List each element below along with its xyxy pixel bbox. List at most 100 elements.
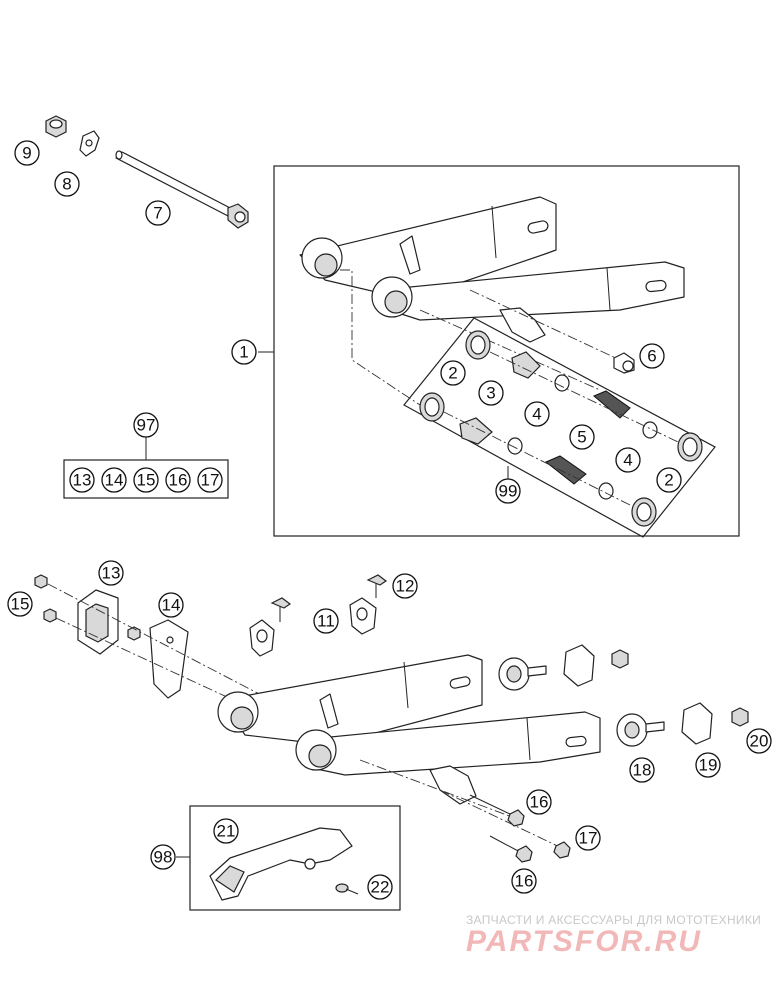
callout-14[interactable]: 14: [158, 592, 184, 618]
kit-97-frame: [63, 459, 229, 499]
svg-text:13: 13: [102, 564, 121, 583]
svg-text:12: 12: [396, 577, 415, 596]
swingarm-assembly-frame: [273, 165, 740, 537]
plate-part-8: [79, 130, 100, 157]
screw-part-22: [335, 883, 359, 895]
svg-text:7: 7: [153, 204, 162, 223]
svg-text:1: 1: [239, 343, 248, 362]
chain-guide-part-13: [77, 589, 119, 655]
svg-text:3: 3: [486, 384, 495, 403]
nut-part-15-lower: [43, 608, 57, 623]
svg-text:13: 13: [73, 471, 92, 490]
callout-16-upper[interactable]: 16: [526, 789, 552, 815]
svg-text:16: 16: [169, 471, 188, 490]
bolt-part-16-lower: [489, 835, 533, 863]
svg-text:20: 20: [750, 732, 769, 751]
callout-13[interactable]: 13: [98, 560, 124, 586]
callout-4-right[interactable]: 4: [615, 447, 641, 473]
svg-text:97: 97: [137, 416, 156, 435]
axle-part-7: [115, 150, 249, 229]
kit-97-contents: 13 14 15 16 17: [69, 467, 223, 493]
callout-16-lower[interactable]: 16: [511, 868, 537, 894]
svg-text:15: 15: [11, 595, 30, 614]
svg-text:4: 4: [532, 405, 541, 424]
watermark-logo: PARTSFOR.RU: [466, 925, 702, 958]
svg-text:16: 16: [515, 872, 534, 891]
callout-1[interactable]: 1: [231, 339, 257, 365]
svg-text:14: 14: [105, 471, 124, 490]
kit-98-frame: [189, 805, 401, 911]
swingarm-part-1: [299, 196, 685, 343]
svg-text:8: 8: [62, 175, 71, 194]
callout-4-left[interactable]: 4: [524, 401, 550, 427]
swingarm-lower: [217, 654, 601, 805]
kit-99-frame: [403, 317, 716, 538]
callout-9[interactable]: 9: [14, 140, 40, 166]
chain-guard-part-21: [209, 827, 353, 901]
svg-text:99: 99: [499, 482, 518, 501]
clamp-part-11-right: [349, 597, 377, 635]
bolt-part-16-upper: [469, 794, 525, 827]
nut-part-20: [731, 707, 749, 727]
svg-text:98: 98: [154, 848, 173, 867]
kit-97-item-16[interactable]: 16: [165, 467, 191, 493]
block-part-19: [681, 702, 713, 745]
svg-text:19: 19: [699, 756, 718, 775]
kit-99-parts: [419, 330, 703, 527]
callout-3[interactable]: 3: [478, 380, 504, 406]
svg-text:16: 16: [530, 793, 549, 812]
kit-97-item-15[interactable]: 15: [133, 467, 159, 493]
bush-part-6: [613, 352, 635, 374]
kit-97-item-14[interactable]: 14: [101, 467, 127, 493]
svg-text:11: 11: [317, 612, 335, 631]
callout-20[interactable]: 20: [746, 728, 772, 754]
callout-7[interactable]: 7: [145, 200, 171, 226]
bolt-part-17: [553, 841, 571, 859]
svg-text:14: 14: [162, 596, 181, 615]
nut-part-15-upper: [34, 574, 48, 589]
callout-98[interactable]: 98: [150, 844, 176, 870]
callout-8[interactable]: 8: [54, 171, 80, 197]
nut-part-9: [45, 115, 67, 138]
callout-22[interactable]: 22: [367, 874, 393, 900]
callout-17[interactable]: 17: [575, 825, 601, 851]
kit-97-item-17[interactable]: 17: [197, 467, 223, 493]
callout-15[interactable]: 15: [7, 591, 33, 617]
adjuster-part-18-upper: [498, 657, 547, 691]
svg-text:6: 6: [647, 347, 656, 366]
plate-part-14: [149, 619, 189, 699]
svg-text:22: 22: [371, 878, 390, 897]
screw-part-12-left: [270, 597, 292, 622]
svg-text:2: 2: [448, 364, 457, 383]
screw-part-12-right: [366, 574, 388, 598]
callout-19[interactable]: 19: [695, 752, 721, 778]
callout-11[interactable]: 11: [313, 608, 339, 634]
svg-text:9: 9: [22, 144, 31, 163]
callout-2-left[interactable]: 2: [440, 360, 466, 386]
svg-text:15: 15: [137, 471, 156, 490]
watermark: ЗАПЧАСТИ И АКСЕССУАРЫ ДЛЯ МОТОТЕХНИКИ PA…: [466, 913, 761, 958]
kit-97-item-13[interactable]: 13: [69, 467, 95, 493]
svg-text:17: 17: [579, 829, 598, 848]
callout-21[interactable]: 21: [213, 818, 239, 844]
svg-text:5: 5: [577, 428, 586, 447]
clamp-part-11-left: [249, 619, 275, 657]
callout-99[interactable]: 99: [495, 478, 521, 504]
svg-text:17: 17: [201, 471, 220, 490]
watermark-tagline: ЗАПЧАСТИ И АКСЕССУАРЫ ДЛЯ МОТОТЕХНИКИ: [466, 913, 761, 927]
svg-text:4: 4: [623, 451, 632, 470]
svg-text:21: 21: [217, 822, 236, 841]
block-part-19-upper: [563, 644, 595, 687]
callout-2-right[interactable]: 2: [656, 467, 682, 493]
svg-text:18: 18: [633, 761, 652, 780]
callout-18[interactable]: 18: [629, 757, 655, 783]
nut-part-20-upper: [611, 649, 629, 669]
adjuster-part-18: [616, 713, 665, 747]
callout-6[interactable]: 6: [639, 343, 665, 369]
svg-text:2: 2: [664, 471, 673, 490]
bolt-part-17-left: [127, 626, 141, 641]
callout-12[interactable]: 12: [392, 573, 418, 599]
callout-5[interactable]: 5: [569, 424, 595, 450]
callout-97[interactable]: 97: [133, 412, 159, 438]
